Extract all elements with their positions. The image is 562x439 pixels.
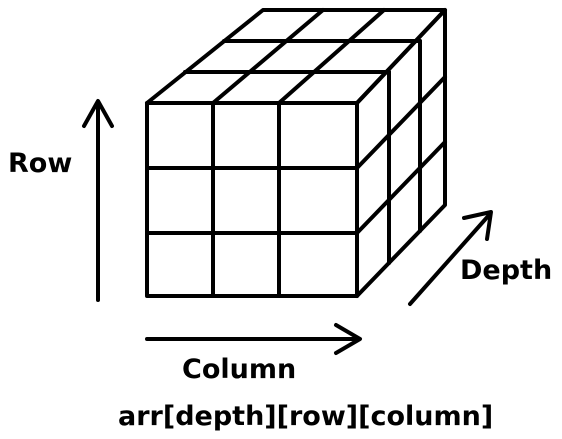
side-row-divider-1 [355, 75, 447, 170]
array-index-expression: arr[depth][row][column] [118, 401, 493, 432]
column-label: Column [182, 354, 296, 385]
cube-side-face [355, 8, 447, 298]
column-arrow [145, 323, 362, 355]
cube-front-face [145, 101, 359, 298]
top-column-divider-2 [277, 8, 386, 105]
front-face-border [145, 101, 359, 298]
depth-arrow [408, 210, 493, 306]
row-arrow [82, 99, 114, 302]
side-row-divider-2 [355, 140, 447, 235]
row-label: Row [8, 148, 72, 179]
depth-label: Depth [460, 255, 552, 286]
top-column-divider-1 [211, 8, 325, 105]
